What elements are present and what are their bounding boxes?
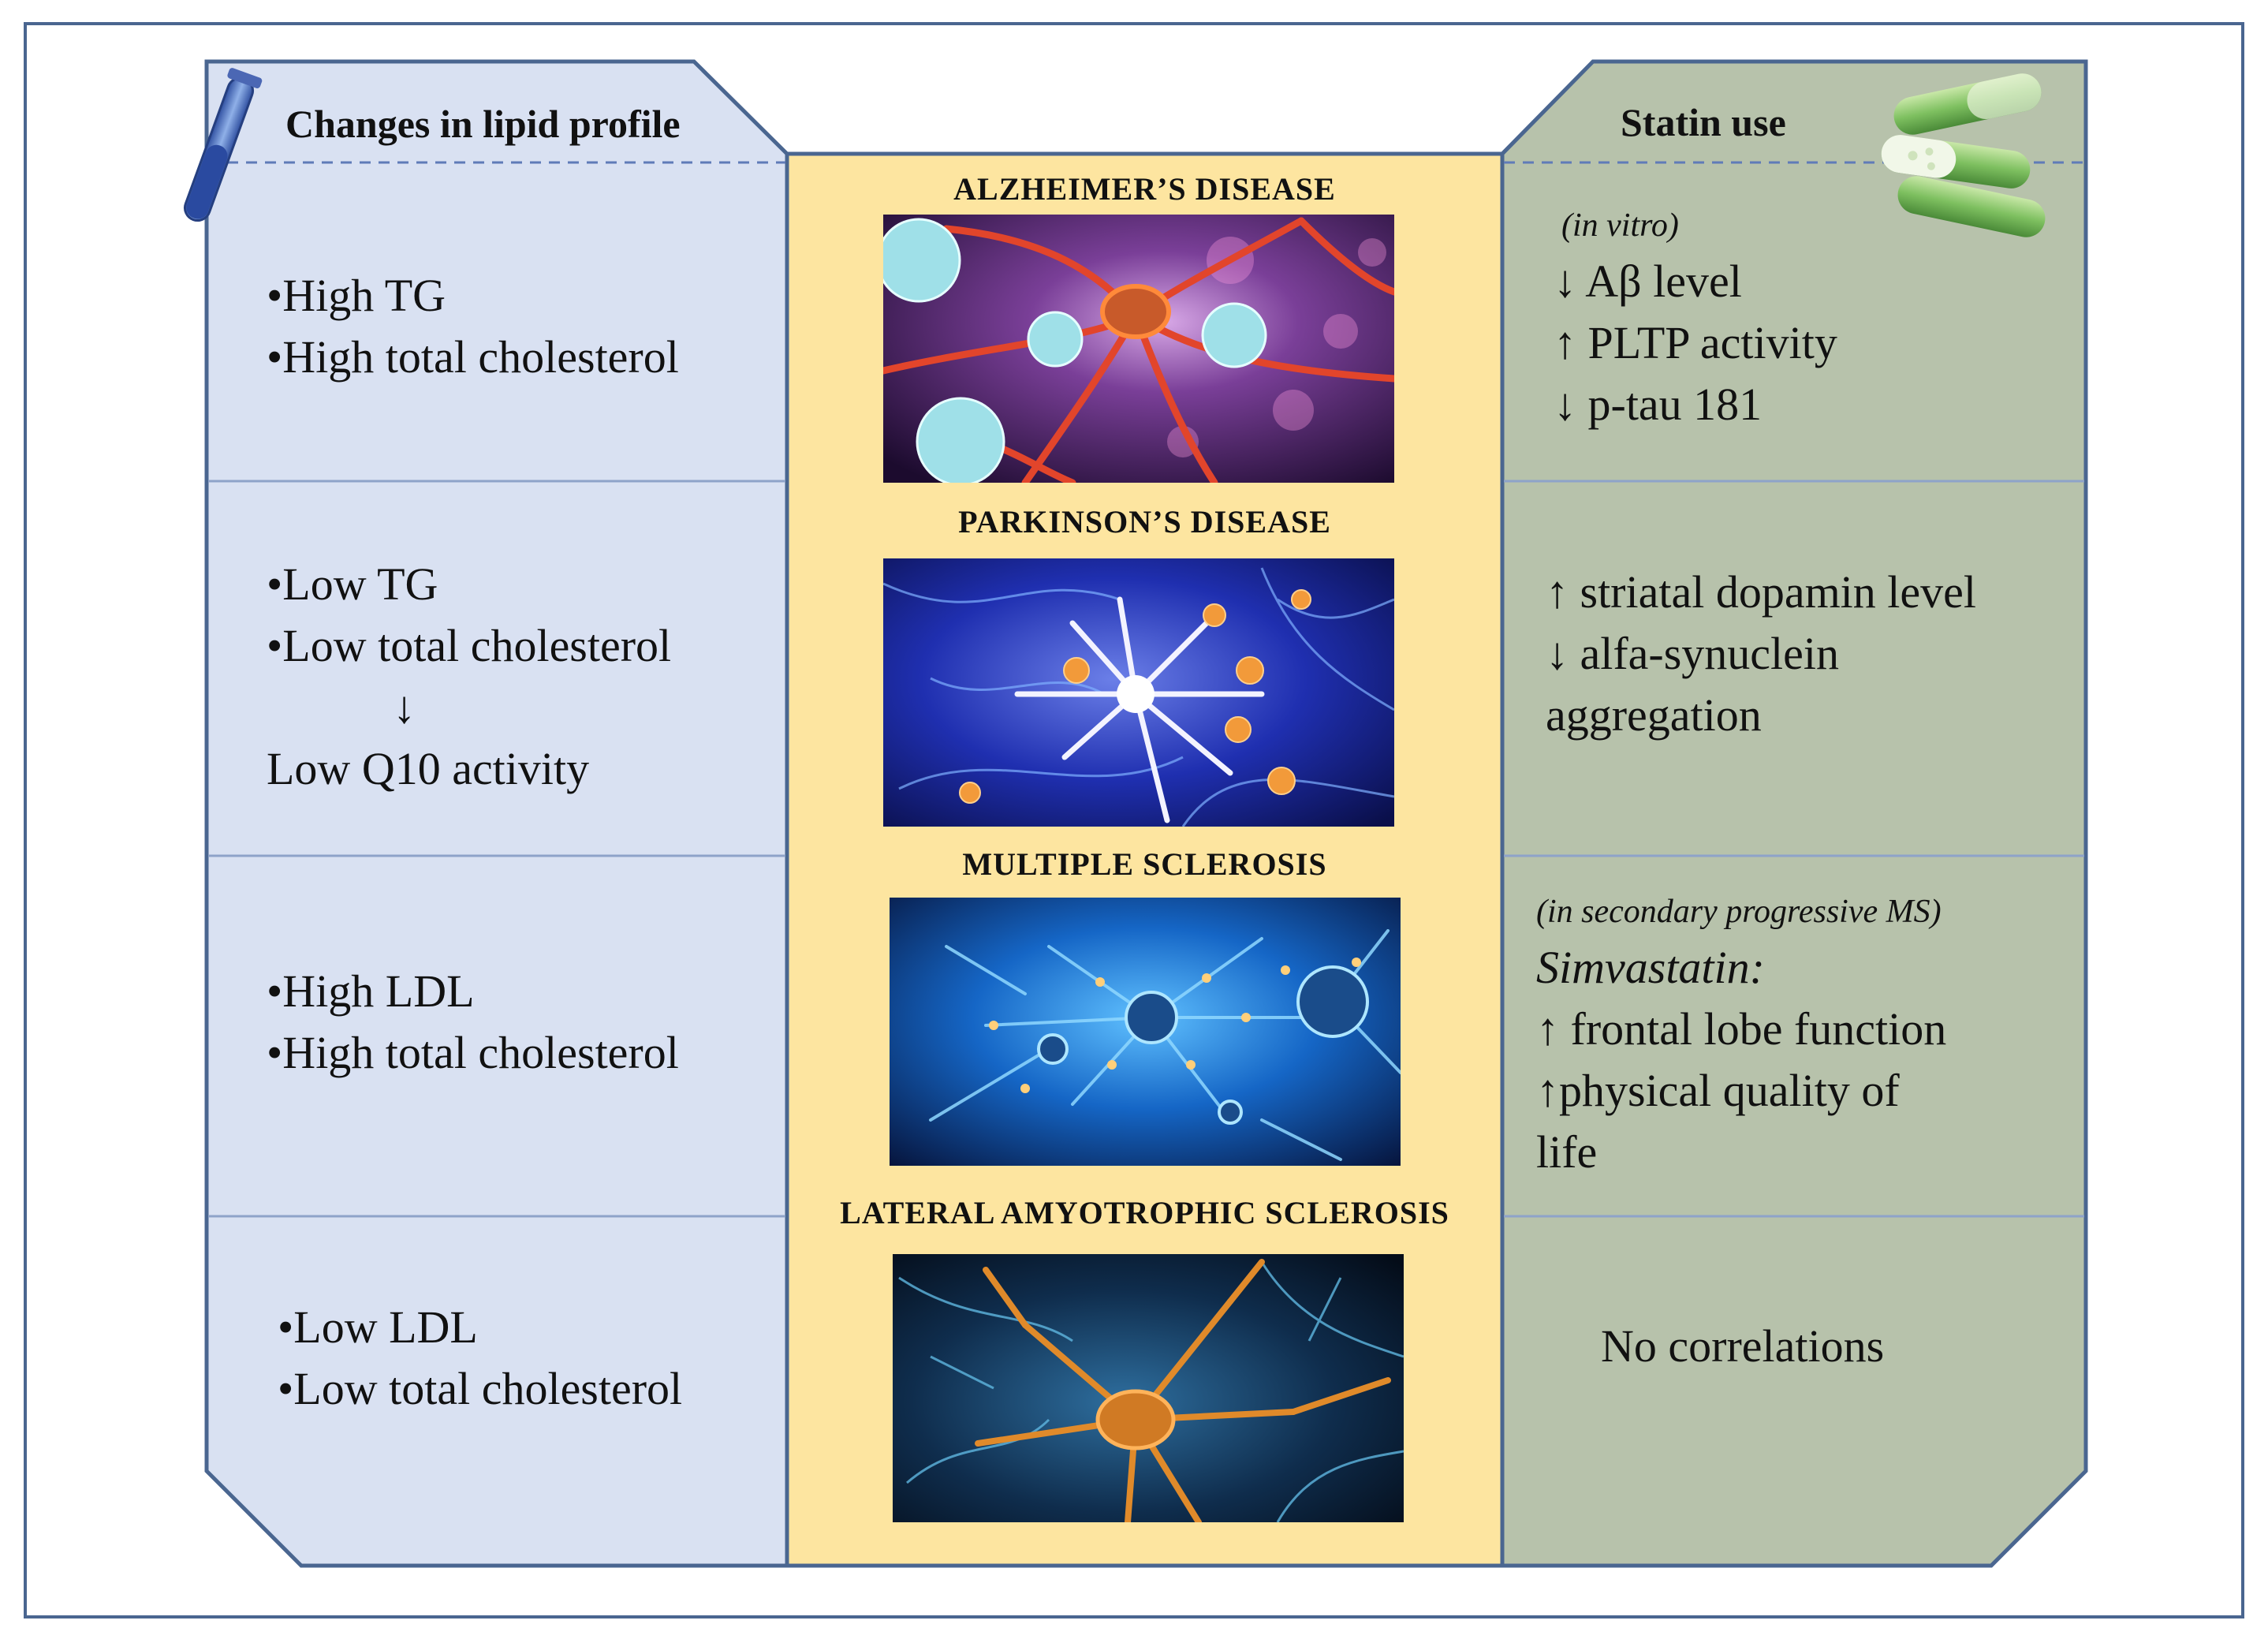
- left-row-2-line-1: •Low TG: [267, 558, 438, 610]
- right-row-3-note: (in secondary progressive MS): [1536, 894, 1942, 930]
- alzheimers-neuron-image: [883, 215, 1394, 483]
- right-row-3-line-3: life: [1536, 1126, 1598, 1178]
- right-header-title: Statin use: [1621, 100, 1786, 144]
- right-row-3-line-1: ↑ frontal lobe function: [1536, 1003, 1947, 1055]
- capsules-icon: [1881, 73, 2046, 237]
- left-row-2-line-3: Low Q10 activity: [267, 743, 590, 794]
- als-neuron-image: [893, 1254, 1404, 1522]
- left-header-title: Changes in lipid profile: [285, 102, 681, 146]
- right-row-3-line-2: ↑physical quality of: [1536, 1065, 1900, 1116]
- right-row-1-line-2: ↑ PLTP activity: [1554, 317, 1837, 368]
- right-row-2-line-1: ↑ striatal dopamin level: [1546, 566, 1977, 618]
- left-row-4-line-2: •Low total cholesterol: [278, 1363, 683, 1414]
- right-row-2-line-2: ↓ alfa-synuclein: [1546, 628, 1840, 679]
- disease-title-alzheimers: ALZHEIMER’S DISEASE: [953, 171, 1336, 207]
- ms-neuron-image: [890, 898, 1401, 1166]
- right-row-1-line-3: ↓ p-tau 181: [1554, 379, 1763, 430]
- left-row-2-arrow: ↓: [393, 681, 416, 733]
- disease-title-als: LATERAL AMYOTROPHIC SCLEROSIS: [840, 1195, 1449, 1230]
- disease-title-parkinsons: PARKINSON’S DISEASE: [958, 504, 1331, 539]
- right-row-4-line-1: No correlations: [1601, 1320, 1885, 1372]
- disease-title-ms: MULTIPLE SCLEROSIS: [962, 846, 1327, 882]
- left-row-1-line-1: •High TG: [267, 270, 446, 321]
- right-row-3-drug: Simvastatin:: [1536, 942, 1765, 993]
- left-row-4-line-1: •Low LDL: [278, 1301, 478, 1353]
- left-row-3-line-2: •High total cholesterol: [267, 1027, 679, 1078]
- left-row-3-line-1: •High LDL: [267, 965, 475, 1017]
- left-row-2-line-2: •Low total cholesterol: [267, 620, 672, 671]
- left-row-1-line-2: •High total cholesterol: [267, 331, 679, 383]
- right-row-2-line-3: aggregation: [1546, 689, 1762, 741]
- test-tube-icon: [183, 68, 263, 222]
- right-row-1-note: (in vitro): [1561, 207, 1679, 244]
- right-row-1-line-1: ↓ Aβ level: [1554, 256, 1742, 307]
- parkinsons-neuron-image: [883, 558, 1394, 827]
